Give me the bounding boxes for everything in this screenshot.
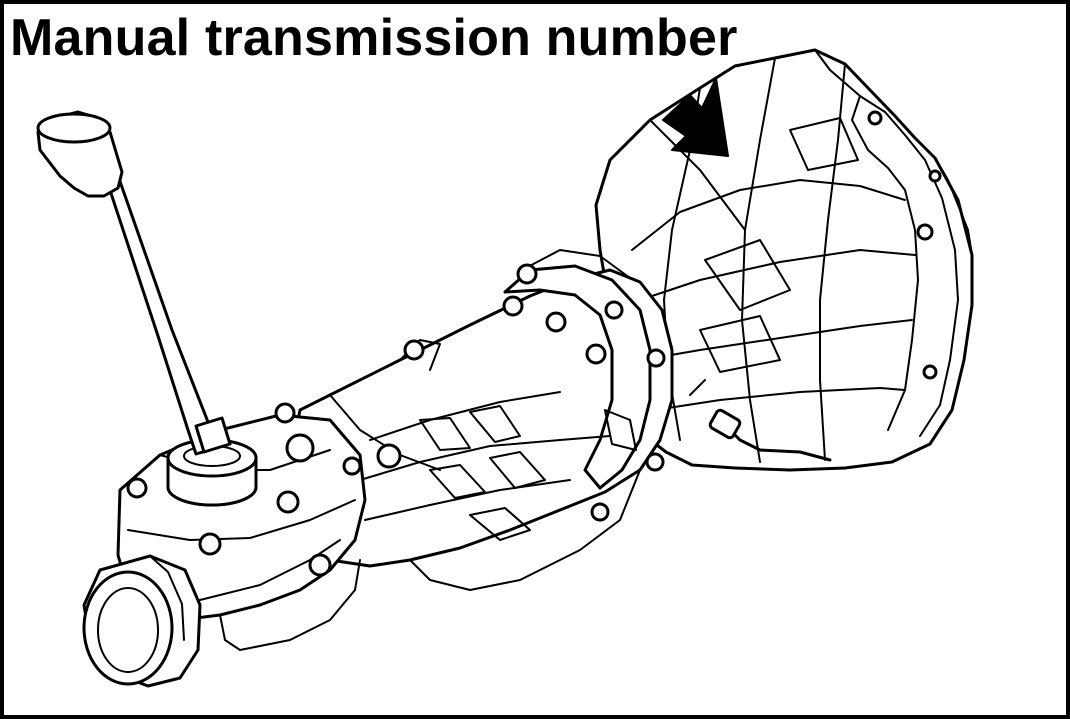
bell-housing (594, 48, 974, 472)
page-title: Manual transmission number (10, 9, 738, 67)
output-end (82, 554, 202, 688)
arrow-icon (662, 77, 729, 157)
shift-lever (36, 110, 232, 456)
transmission-illustration (4, 4, 1066, 715)
